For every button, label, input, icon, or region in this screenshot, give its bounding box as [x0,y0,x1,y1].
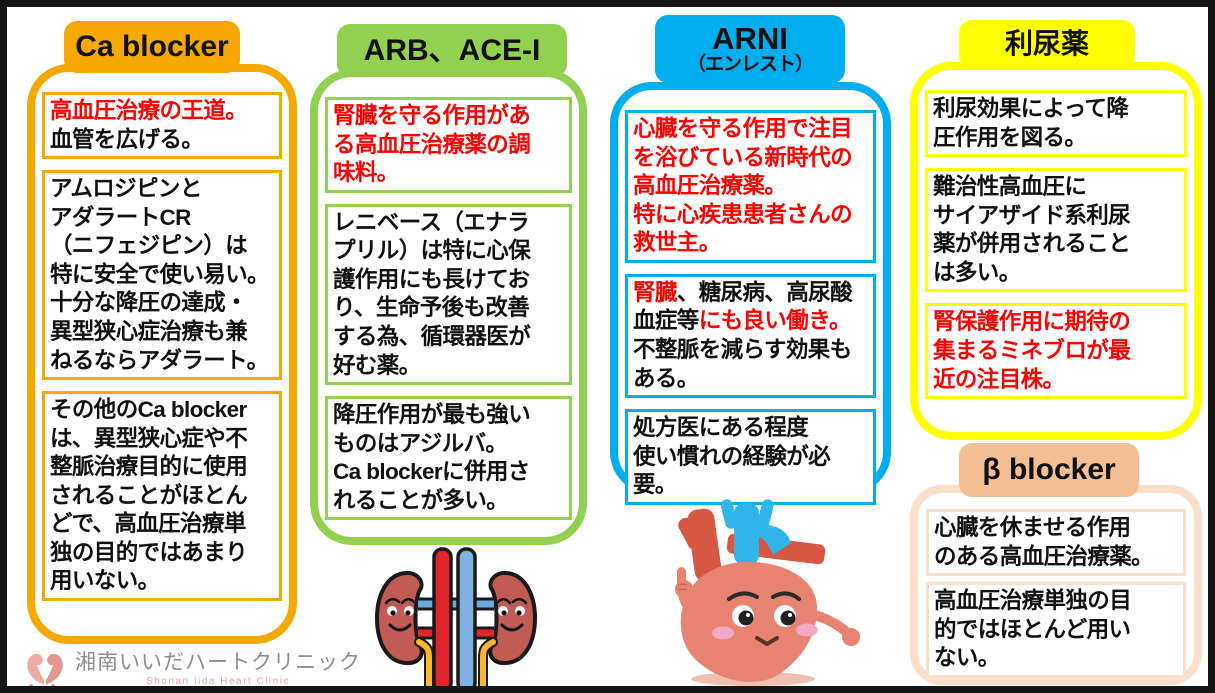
heart-character-icon [675,499,860,686]
column-arb-acei: 腎臓を守る作用があ る高血圧治療薬の調 味料。レニベース（エナラ プリル）は特に… [310,69,587,545]
column-ca-blocker: 高血圧治療の王道。 血管を広げる。アムロジピンと アダラートCR （ニフェジピン… [27,64,297,644]
header-tab-diuretic: 利尿薬 [959,20,1135,68]
kidneys-illustration [372,547,540,686]
header-sublabel: （エンレスト） [686,54,814,76]
text-box: 心臓を守る作用で注目 を浴びている新時代の 高血圧治療薬。 特に心疾患患者さんの… [625,110,876,263]
text-segment: 不整脈を減らす効果も ある。 [633,336,852,391]
logo-flowers [29,684,56,686]
text-segment: 処方医にある程度 使い慣れの経験が必要。 [633,415,831,498]
ureters [414,637,498,686]
text-segment: 腎臓を守る作用があ る高血圧治療薬の調 味料。 [333,103,531,186]
text-box: レニベース（エナラ プリル）は特に心保 護作用にも長けてお り、生命予後も改善 … [325,203,572,386]
text-segment: 心臓を守る作用で注目 を浴びている新時代の 高血圧治療薬。 特に心疾患患者さんの… [633,116,853,256]
heart-character-illustration [635,497,863,686]
left-kidney [375,570,424,666]
text-segment: 高血圧治療の王道。 [50,98,248,123]
header-tab-arb-acei: ARB、ACE-I [337,24,567,77]
header-label: ARNI [712,20,788,56]
header-tab-beta-blocker: β blocker [959,443,1139,497]
text-segment: 、糖尿病、高尿酸 血症等 [633,279,853,334]
renal-vessels [418,597,494,640]
text-box: 処方医にある程度 使い慣れの経験が必要。 [625,409,876,505]
right-hand [842,628,860,646]
text-box: 高血圧治療の王道。 血管を広げる。 [42,92,282,160]
text-segment: 腎保護作用に期待の 集まるミネブロが最 近の注目株。 [933,309,1131,392]
swan-heart-logo-icon [27,653,63,686]
text-box: 降圧作用が最も強い ものはアジルバ。 Ca blockerに併用さ れることが多… [325,396,572,521]
text-box: 利尿効果によって降 圧作用を図る。 [925,90,1187,158]
column-beta-blocker: 心臓を休ませる作用 のある高血圧治療薬。高血圧治療単独の目 的ではほとんど用い … [910,485,1202,685]
clinic-name-en: Shonan Iida Heart Clinic [146,676,290,688]
text-box: アムロジピンと アダラートCR （ニフェジピン）は 特に安全で使い易い。 十分な… [42,170,282,381]
text-box: 腎保護作用に期待の 集まるミネブロが最 近の注目株。 [925,303,1187,400]
text-box: 心臓を休ませる作用 のある高血圧治療薬。 [926,509,1186,577]
text-box: 腎臓、糖尿病、高尿酸 血症等にも良い働き。 不整脈を減らす効果も ある。 [625,273,876,399]
clinic-logo: 湘南いいだハートクリニック Shonan Iida Heart Clinic [23,647,361,688]
header-label: Ca blocker [75,30,229,64]
text-segment: 血管を広げる。 [50,126,204,152]
face [712,591,818,646]
header-label: β blocker [982,453,1116,487]
header-tab-arni: ARNI （エンレスト） [655,15,845,83]
text-segment: にも良い働き。 [698,308,852,334]
text-box: 高血圧治療単独の目 的ではほとんど用い ない。 [926,582,1186,678]
header-tab-ca-blocker: Ca blocker [64,21,240,73]
column-arni: 心臓を守る作用で注目 を浴びている新時代の 高血圧治療薬。 特に心疾患患者さんの… [610,82,891,505]
vena-cava [456,547,477,686]
text-segment: 心臓を休ませる作用 のある高血圧治療薬。 [934,515,1154,569]
text-segment: 利尿効果によって降 圧作用を図る。 [933,96,1129,150]
text-segment: アムロジピンと アダラートCR （ニフェジピン）は 特に安全で使い易い。 十分な… [50,176,270,373]
text-segment: 降圧作用が最も強い ものはアジルバ。 Ca blockerに併用さ れることが多… [333,402,531,513]
text-segment: レニベース（エナラ プリル）は特に心保 護作用にも長けてお り、生命予後も改善 … [333,209,531,378]
pulmonary-blue [720,499,791,565]
text-box: 腎臓を守る作用があ る高血圧治療薬の調 味料。 [325,97,572,193]
clinic-logo-text: 湘南いいだハートクリニック Shonan Iida Heart Clinic [75,650,361,688]
column-diuretic: 利尿効果によって降 圧作用を図る。難治性高血圧に サイアザイド系利尿 薬が併用さ… [910,62,1202,440]
text-segment: 腎臓 [633,279,677,305]
text-segment: 難治性高血圧に サイアザイド系利尿 薬が併用されること は多い。 [933,174,1131,285]
text-box: その他のCa blocker は、異型狭心症や不 整脈治療目的に使用 されること… [42,391,282,601]
aorta [432,547,453,686]
text-segment: 高血圧治療単独の目 的ではほとんど用い ない。 [934,588,1132,671]
right-kidney [488,570,537,666]
text-segment: その他のCa blocker は、異型狭心症や不 整脈治療目的に使用 されること… [50,397,248,594]
text-box: 難治性高血圧に サイアザイド系利尿 薬が併用されること は多い。 [925,168,1187,293]
clinic-name: 湘南いいだハートクリニック [75,650,361,674]
header-label: 利尿薬 [1004,28,1089,60]
header-label: ARB、ACE-I [363,33,541,67]
kidneys-with-vessels-icon [375,547,537,686]
